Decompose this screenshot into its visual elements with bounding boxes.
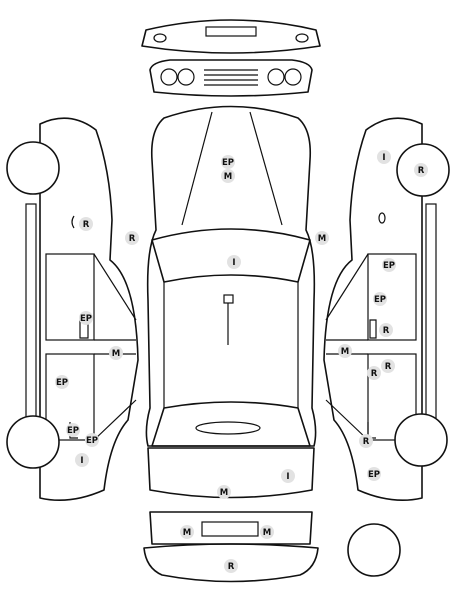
svg-text:R: R: [383, 326, 390, 336]
svg-text:R: R: [385, 362, 392, 372]
marker-right-mirror-m[interactable]: M: [338, 344, 352, 358]
left-front-wheel[interactable]: [6, 141, 60, 195]
marker-hood-m[interactable]: M: [221, 169, 235, 183]
marker-right-front-door-ep-1[interactable]: EP: [382, 258, 396, 272]
marker-right-front-i[interactable]: I: [377, 150, 391, 164]
marker-right-front-door-ep-2[interactable]: EP: [373, 292, 387, 306]
marker-trunk-m[interactable]: M: [217, 485, 231, 499]
marker-left-rear-ep-2[interactable]: EP: [85, 433, 99, 447]
svg-text:EP: EP: [80, 314, 92, 324]
svg-text:EP: EP: [383, 261, 395, 271]
marker-left-front-door-ep[interactable]: EP: [79, 311, 93, 325]
marker-left-rear-i[interactable]: I: [75, 453, 89, 467]
marker-front-right-pillar-m[interactable]: M: [315, 231, 329, 245]
svg-text:R: R: [83, 220, 90, 230]
front-bumper[interactable]: [141, 19, 321, 54]
right-rear-wheel[interactable]: [394, 413, 448, 467]
svg-text:R: R: [363, 437, 370, 447]
svg-text:M: M: [224, 172, 232, 182]
marker-rear-bumper-m-right[interactable]: M: [260, 525, 274, 539]
marker-rear-bumper-r[interactable]: R: [224, 559, 238, 573]
trunk-lid[interactable]: [147, 447, 315, 499]
svg-text:R: R: [371, 369, 378, 379]
marker-right-rear-door-r-1[interactable]: R: [381, 359, 395, 373]
svg-text:M: M: [318, 234, 326, 244]
svg-text:EP: EP: [374, 295, 386, 305]
marker-right-front-door-r[interactable]: R: [379, 323, 393, 337]
marker-left-mirror-m[interactable]: M: [109, 346, 123, 360]
svg-text:M: M: [341, 347, 349, 357]
marker-right-rear-door-r-2[interactable]: R: [367, 366, 381, 380]
svg-text:M: M: [112, 349, 120, 359]
svg-text:M: M: [220, 488, 228, 498]
svg-text:EP: EP: [222, 158, 234, 168]
svg-text:R: R: [228, 562, 235, 572]
svg-text:I: I: [286, 472, 289, 482]
svg-text:EP: EP: [86, 436, 98, 446]
marker-left-fender-r[interactable]: R: [79, 217, 93, 231]
marker-trunk-i[interactable]: I: [281, 469, 295, 483]
svg-text:EP: EP: [368, 470, 380, 480]
svg-text:EP: EP: [56, 378, 68, 388]
marker-right-front-wheel-r[interactable]: R: [414, 163, 428, 177]
svg-text:I: I: [382, 153, 385, 163]
svg-text:I: I: [232, 258, 235, 268]
svg-text:M: M: [183, 528, 191, 538]
marker-right-rear-r[interactable]: R: [359, 434, 373, 448]
marker-left-rear-door-ep[interactable]: EP: [55, 375, 69, 389]
marker-hood-ep[interactable]: EP: [221, 155, 235, 169]
marker-right-rear-ep[interactable]: EP: [367, 467, 381, 481]
svg-text:EP: EP: [67, 426, 79, 436]
left-rear-wheel[interactable]: [6, 415, 60, 469]
marker-left-rear-ep-1[interactable]: EP: [66, 423, 80, 437]
spare-wheel[interactable]: [347, 523, 401, 577]
front-grille[interactable]: [149, 59, 313, 97]
car-body[interactable]: [145, 105, 317, 447]
marker-front-left-pillar-r[interactable]: R: [125, 231, 139, 245]
svg-text:R: R: [129, 234, 136, 244]
left-side-panel[interactable]: [25, 117, 139, 502]
svg-text:R: R: [418, 166, 425, 176]
marker-rear-bumper-m-left[interactable]: M: [180, 525, 194, 539]
svg-text:I: I: [80, 456, 83, 466]
svg-text:M: M: [263, 528, 271, 538]
rear-bumper[interactable]: [143, 511, 319, 583]
marker-windshield-i[interactable]: I: [227, 255, 241, 269]
